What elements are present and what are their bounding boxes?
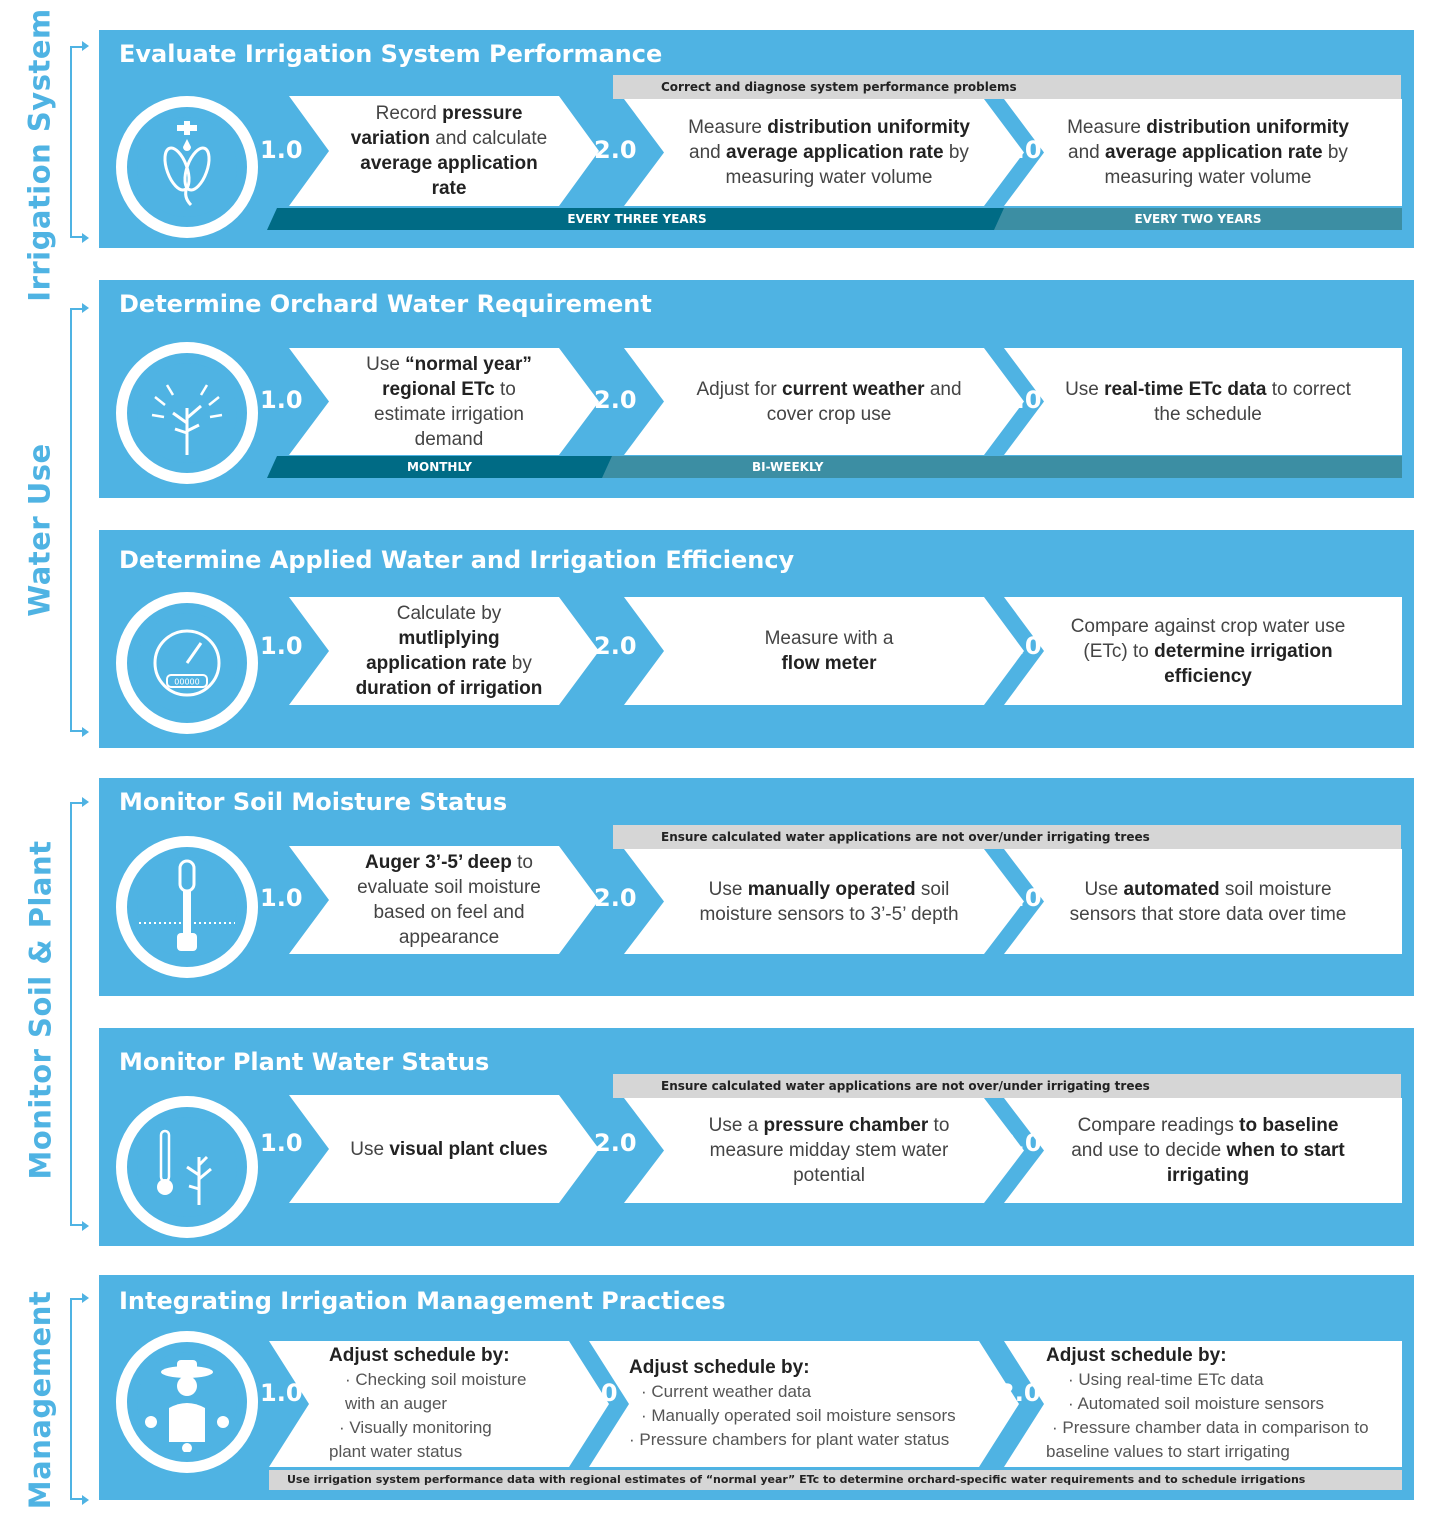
step-2-heading: Adjust schedule by: bbox=[629, 1357, 810, 1378]
step-1-text: Adjust schedule by: · Checking soil mois… bbox=[329, 1345, 527, 1461]
bracket-monitor bbox=[70, 797, 90, 1231]
panel-title: Monitor Plant Water Status bbox=[119, 1048, 490, 1076]
step-3-arrow: Adjust schedule by: · Using real-time ET… bbox=[1004, 1341, 1402, 1467]
step-1-number: 1.0 bbox=[260, 884, 303, 912]
step-2-text: Adjust for current weather and cover cro… bbox=[696, 378, 962, 425]
sprinkler-plant-icon bbox=[116, 96, 258, 238]
side-label-water-use: Water Use bbox=[23, 443, 57, 617]
step-3-heading: Adjust schedule by: bbox=[1046, 1345, 1227, 1366]
step-1-text: Record pressure variation and calculate … bbox=[350, 103, 548, 199]
step-1-text: Use visual plant clues bbox=[350, 1138, 548, 1160]
frequency-bar-1: EVERY THREE YEARS bbox=[267, 208, 1007, 230]
step-1-number: 1.0 bbox=[260, 1129, 303, 1157]
panel-soil-moisture: Monitor Soil Moisture Status Ensure calc… bbox=[99, 778, 1414, 996]
step-3-arrow: Measure distribution uniformity and aver… bbox=[1004, 99, 1402, 206]
step-3-arrow: Use real-time ETc data to correct the sc… bbox=[1004, 348, 1402, 455]
step-3-number: 3.0 bbox=[999, 136, 1042, 164]
bracket-irrigation-system bbox=[70, 41, 90, 243]
step-1-text: Calculate by mutliplying application rat… bbox=[355, 603, 543, 699]
step-1-number: 1.0 bbox=[260, 632, 303, 660]
flow-meter-icon: 00000 bbox=[116, 592, 258, 734]
panel-title: Determine Orchard Water Requirement bbox=[119, 290, 652, 318]
step-1-arrow: Calculate by mutliplying application rat… bbox=[289, 597, 599, 705]
step-1-number: 1.0 bbox=[260, 136, 303, 164]
panel-irrigation-performance: Evaluate Irrigation System Performance C… bbox=[99, 30, 1414, 248]
step-2-text: Use manually operated soil moisture sens… bbox=[699, 878, 959, 925]
panel-plant-water: Monitor Plant Water Status Ensure calcul… bbox=[99, 1028, 1414, 1246]
step-3-arrow: Use automated soil moisture sensors that… bbox=[1004, 849, 1402, 954]
step-1-number: 1.0 bbox=[260, 386, 303, 414]
frequency-bar-1: MONTHLY bbox=[267, 456, 612, 478]
step-1-arrow: Use visual plant clues bbox=[289, 1095, 599, 1203]
frequency-bar-2: EVERY TWO YEARS bbox=[994, 208, 1402, 230]
step-2-arrow: Adjust for current weather and cover cro… bbox=[624, 348, 1024, 455]
auger-icon bbox=[116, 836, 258, 978]
panel-applied-water: Determine Applied Water and Irrigation E… bbox=[99, 530, 1414, 748]
step-1-text: Use “normal year” regional ETc to estima… bbox=[366, 353, 532, 450]
step-3-text: Use real-time ETc data to correct the sc… bbox=[1065, 378, 1351, 425]
step-2-text: Adjust schedule by: · Current weather da… bbox=[629, 1357, 956, 1449]
meter-readout: 00000 bbox=[174, 678, 199, 687]
step-2-text: Measure distribution uniformity and aver… bbox=[688, 117, 970, 188]
step-2-number: 2.0 bbox=[594, 386, 637, 414]
step-2-text: Measure with a flow meter bbox=[764, 628, 894, 674]
frequency-bar-2: BI-WEEKLY bbox=[602, 456, 1402, 478]
panel-title: Determine Applied Water and Irrigation E… bbox=[119, 546, 795, 574]
step-3-arrow: Compare readings to baseline and use to … bbox=[1004, 1098, 1402, 1203]
summary-bar: Use irrigation system performance data w… bbox=[269, 1470, 1402, 1490]
step-1-arrow: Record pressure variation and calculate … bbox=[289, 96, 599, 206]
note-bar: Ensure calculated water applications are… bbox=[613, 1074, 1401, 1098]
panel-orchard-water: Determine Orchard Water Requirement Use … bbox=[99, 280, 1414, 498]
step-1-heading: Adjust schedule by: bbox=[329, 1345, 510, 1366]
step-3-number: 3.0 bbox=[999, 386, 1042, 414]
step-2-number: 2.0 bbox=[594, 632, 637, 660]
panel-integrating-management: Integrating Irrigation Management Practi… bbox=[99, 1275, 1414, 1500]
step-2-arrow: Measure with a flow meter bbox=[624, 597, 1024, 705]
step-3-arrow: Compare against crop water use (ETc) to … bbox=[1004, 597, 1402, 705]
step-2-number: 2.0 bbox=[594, 1129, 637, 1157]
step-1-arrow: Use “normal year” regional ETc to estima… bbox=[289, 348, 599, 455]
step-3-text: Compare readings to baseline and use to … bbox=[1071, 1115, 1345, 1186]
step-3-number: 3.0 bbox=[999, 1129, 1042, 1157]
note-bar: Correct and diagnose system performance … bbox=[613, 75, 1401, 99]
step-2-text: Use a pressure chamber to measure midday… bbox=[708, 1115, 950, 1186]
step-2-number: 2.0 bbox=[594, 884, 637, 912]
step-2-arrow: Adjust schedule by: · Current weather da… bbox=[589, 1341, 1019, 1467]
step-3-number: 3.0 bbox=[999, 884, 1042, 912]
side-label-management: Management bbox=[23, 1290, 57, 1510]
step-3-number: 3.0 bbox=[999, 632, 1042, 660]
panel-title: Integrating Irrigation Management Practi… bbox=[119, 1287, 726, 1315]
step-1-text: Auger 3’-5’ deep to evaluate soil moistu… bbox=[357, 852, 541, 948]
side-label-irrigation-system: Irrigation System bbox=[23, 8, 57, 302]
step-2-arrow: Measure distribution uniformity and aver… bbox=[624, 99, 1024, 206]
step-2-number: 2.0 bbox=[594, 136, 637, 164]
bracket-water-use bbox=[70, 303, 90, 737]
step-3-number: 3.0 bbox=[998, 1379, 1041, 1407]
step-3-text: Adjust schedule by: · Using real-time ET… bbox=[1046, 1345, 1369, 1461]
step-2-number: 2.0 bbox=[575, 1379, 618, 1407]
step-3-text: Compare against crop water use (ETc) to … bbox=[1070, 615, 1346, 687]
step-2-arrow: Use manually operated soil moisture sens… bbox=[624, 849, 1024, 954]
step-1-arrow: Adjust schedule by: · Checking soil mois… bbox=[269, 1341, 609, 1467]
step-3-text: Measure distribution uniformity and aver… bbox=[1067, 117, 1349, 188]
panel-title: Monitor Soil Moisture Status bbox=[119, 788, 508, 816]
note-bar: Ensure calculated water applications are… bbox=[613, 825, 1401, 849]
step-1-arrow: Auger 3’-5’ deep to evaluate soil moistu… bbox=[289, 846, 599, 954]
bracket-management bbox=[70, 1293, 90, 1505]
thermometer-plant-icon bbox=[116, 1096, 258, 1238]
step-3-text: Use automated soil moisture sensors that… bbox=[1069, 878, 1347, 925]
panel-title: Evaluate Irrigation System Performance bbox=[119, 40, 663, 68]
step-2-arrow: Use a pressure chamber to measure midday… bbox=[624, 1098, 1024, 1203]
farmer-icon bbox=[116, 1331, 258, 1473]
step-1-number: 1.0 bbox=[260, 1379, 303, 1407]
tree-wind-icon bbox=[116, 342, 258, 484]
side-label-monitor: Monitor Soil & Plant bbox=[23, 840, 57, 1180]
